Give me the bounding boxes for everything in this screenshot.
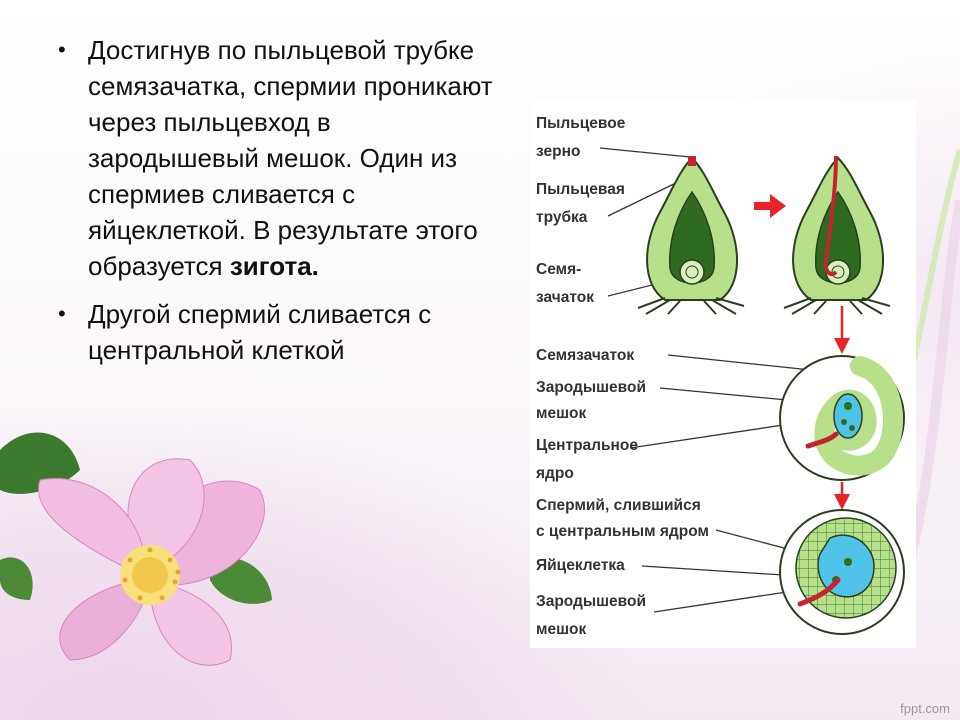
label-ovule-top-2: зачаток bbox=[536, 289, 594, 306]
svg-text:Пыльцевая: Пыльцевая bbox=[536, 181, 625, 198]
svg-text:Зародышевой: Зародышевой bbox=[536, 379, 646, 396]
ovule-before bbox=[637, 156, 745, 315]
bullet-bold-term: зигота. bbox=[229, 251, 319, 281]
label-embryo-sac-2a: Зародышевой bbox=[536, 593, 646, 610]
bullet-item-1: • Достигнув по пыльцевой трубке семязача… bbox=[58, 32, 508, 284]
label-pollen-tube-1: Пыльцевая bbox=[536, 181, 625, 198]
label-pollen-grain-2: зерно bbox=[536, 143, 580, 160]
bullet-dot: • bbox=[58, 301, 66, 326]
svg-text:Центральное: Центральное bbox=[536, 437, 638, 454]
bullet-dot: • bbox=[58, 37, 66, 62]
label-embryo-sac-1a: Зародышевой bbox=[536, 379, 646, 396]
watermark: fppt.com bbox=[900, 701, 950, 716]
label-central-nucleus-2: ядро bbox=[536, 465, 574, 482]
svg-text:зерно: зерно bbox=[536, 143, 580, 160]
label-fused-sperm-2: с центральным ядром bbox=[536, 523, 709, 540]
svg-text:Зародышевой: Зародышевой bbox=[536, 593, 646, 610]
fertilization-diagram: Пыльцевое зерно Пыльцевая трубка Семя- з… bbox=[530, 100, 916, 648]
svg-text:Пыльцевое: Пыльцевое bbox=[536, 115, 626, 132]
label-fused-sperm-1: Спермий, слившийся bbox=[536, 497, 701, 514]
svg-text:ядро: ядро bbox=[536, 465, 574, 482]
svg-text:трубка: трубка bbox=[536, 209, 588, 226]
bullet-text: Достигнув по пыльцевой трубке семязачатк… bbox=[88, 35, 493, 281]
label-pollen-tube-2: трубка bbox=[536, 209, 588, 226]
embryo-sac-closeup bbox=[779, 509, 905, 635]
slide-text: • Достигнув по пыльцевой трубке семязача… bbox=[58, 32, 508, 380]
svg-text:Яйцеклетка: Яйцеклетка bbox=[536, 557, 625, 574]
bullet-text: Другой спермий сливается с центральной к… bbox=[88, 299, 432, 365]
diagram-svg: Пыльцевое зерно Пыльцевая трубка Семя- з… bbox=[536, 115, 905, 638]
label-ovule-top-1: Семя- bbox=[536, 261, 581, 278]
svg-text:зачаток: зачаток bbox=[536, 289, 594, 306]
diagram-labels: Пыльцевое зерно Пыльцевая трубка Семя- з… bbox=[536, 115, 709, 638]
label-egg-cell: Яйцеклетка bbox=[536, 557, 625, 574]
label-pollen-grain-1: Пыльцевое bbox=[536, 115, 626, 132]
svg-text:Семязачаток: Семязачаток bbox=[536, 347, 634, 364]
svg-text:с центральным ядром: с центральным ядром bbox=[536, 523, 709, 540]
label-embryo-sac-1b: мешок bbox=[536, 405, 586, 422]
ovule-after bbox=[783, 155, 891, 315]
svg-text:Семя-: Семя- bbox=[536, 261, 581, 278]
arrow-down-1 bbox=[834, 306, 850, 354]
label-ovule: Семязачаток bbox=[536, 347, 634, 364]
svg-text:мешок: мешок bbox=[536, 405, 586, 422]
svg-text:Спермий, слившийся: Спермий, слившийся bbox=[536, 497, 701, 514]
arrow-right bbox=[754, 194, 786, 218]
ovule-closeup bbox=[779, 355, 905, 481]
svg-text:мешок: мешок bbox=[536, 621, 586, 638]
arrow-down-2 bbox=[834, 482, 850, 510]
bullet-item-2: • Другой спермий сливается с центральной… bbox=[58, 296, 508, 368]
label-central-nucleus-1: Центральное bbox=[536, 437, 638, 454]
label-embryo-sac-2b: мешок bbox=[536, 621, 586, 638]
rose-flower-decoration bbox=[0, 432, 272, 666]
